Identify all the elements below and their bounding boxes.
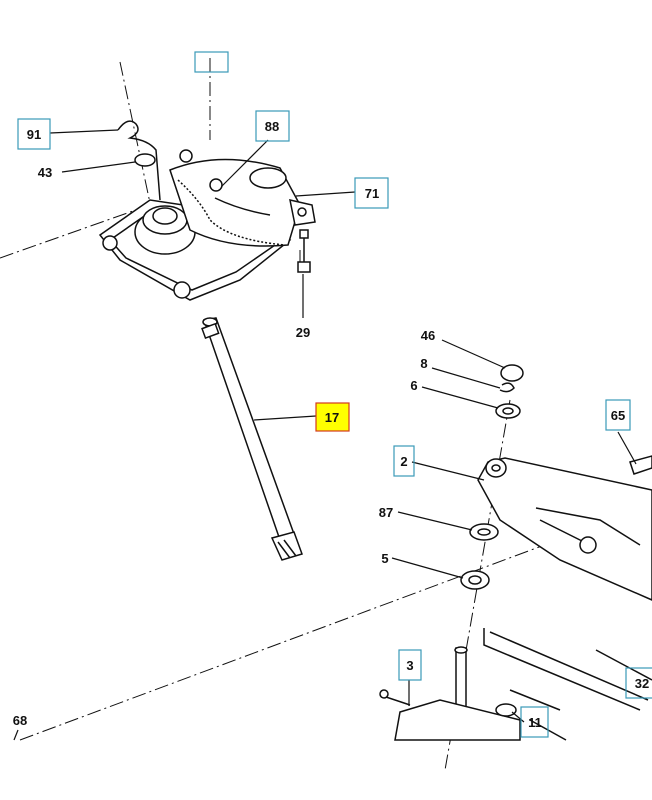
callout-box-2 (393, 445, 415, 477)
callout-box-11 (520, 706, 549, 738)
bottom-bracket (394, 699, 521, 741)
callout-46: 46 (421, 328, 435, 343)
steering-shaft-17 (201, 317, 303, 561)
cap-46 (500, 364, 524, 382)
callout-2: 2 (400, 454, 407, 469)
callout-box-32 (625, 667, 652, 699)
callout-88: 88 (265, 119, 279, 134)
callout-91: 91 (27, 127, 41, 142)
callout-3: 3 (406, 658, 413, 673)
leader-lines (13, 129, 637, 741)
callout-65: 65 (611, 408, 625, 423)
steering-gear-assembly (98, 120, 316, 301)
callout-box-17 (315, 402, 350, 432)
nut-11 (495, 703, 517, 717)
callout-box-3 (398, 649, 422, 681)
shaft-pinion (270, 531, 303, 561)
callout-box-88 (255, 110, 290, 142)
callout-6: 6 (410, 378, 417, 393)
callout-68: 68 (13, 713, 27, 728)
callout-box-65 (605, 399, 631, 431)
callouts: 91 43 88 71 29 17 46 8 6 65 2 87 5 3 11 … (13, 110, 652, 738)
bolt-29 (297, 229, 311, 273)
callout-71: 71 (365, 186, 379, 201)
callout-box-91 (17, 118, 51, 150)
callout-43: 43 (38, 165, 52, 180)
partial-callout-box (194, 51, 229, 73)
callout-box-71 (354, 177, 389, 209)
washer-43 (134, 153, 156, 167)
rod-65 (629, 455, 652, 475)
callout-8: 8 (420, 356, 427, 371)
clip-91 (117, 120, 161, 201)
callout-87: 87 (379, 505, 393, 520)
steering-arm-2 (477, 457, 652, 601)
clip-8 (499, 382, 515, 393)
callout-11: 11 (528, 715, 542, 730)
gear-cap (249, 167, 287, 189)
callout-29: 29 (296, 325, 310, 340)
rod-32 (483, 628, 641, 711)
callout-5: 5 (381, 551, 388, 566)
drag-link-assembly (379, 364, 652, 741)
callout-17: 17 (325, 410, 339, 425)
callout-32: 32 (635, 676, 649, 691)
